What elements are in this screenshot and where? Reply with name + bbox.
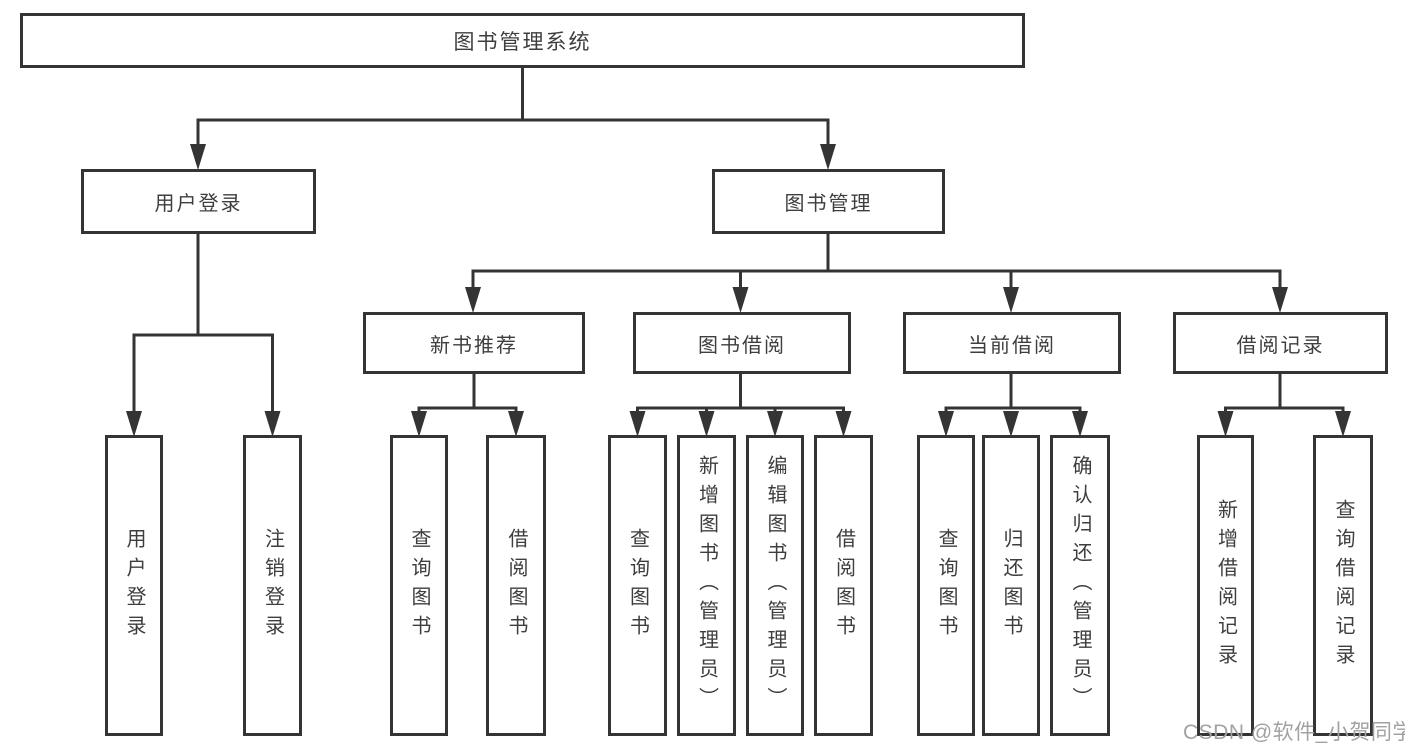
- leaf-user-login-label: 用户登录: [123, 527, 145, 644]
- node-book-mgmt-label: 图书管理: [784, 193, 873, 215]
- node-user-login: 用户登录: [81, 169, 316, 234]
- leaf-current-return-books-label: 归还图书: [1000, 527, 1022, 644]
- leaf-borrow-borrow-books-label: 借阅图书: [832, 527, 855, 644]
- node-current-borrow-label: 当前借阅: [968, 334, 1056, 357]
- leaf-current-query-books-label: 查询图书: [935, 527, 957, 644]
- leaf-current-return-books: 归还图书: [982, 435, 1040, 736]
- leaf-newbook-borrow-books: 借阅图书: [486, 435, 546, 736]
- leaf-newbook-query-books: 查询图书: [390, 435, 448, 736]
- leaf-current-query-books: 查询图书: [917, 435, 975, 736]
- leaf-current-confirm-return-admin-label: 确认归还（管理员）: [1069, 455, 1091, 716]
- leaf-records-add: 新增借阅记录: [1197, 435, 1254, 736]
- leaf-user-login: 用户登录: [105, 435, 163, 736]
- leaf-borrow-query-books: 查询图书: [608, 435, 667, 736]
- node-root-label: 图书管理系统: [453, 30, 592, 54]
- leaf-newbook-borrow-books-label: 借阅图书: [505, 527, 527, 644]
- node-book-borrow-label: 图书借阅: [698, 334, 786, 357]
- node-root: 图书管理系统: [20, 13, 1025, 68]
- node-book-borrow: 图书借阅: [633, 312, 851, 374]
- leaf-records-add-label: 新增借阅记录: [1214, 498, 1237, 673]
- leaf-borrow-edit-books-admin-label: 编辑图书（管理员）: [764, 455, 786, 716]
- leaf-records-query: 查询借阅记录: [1313, 435, 1373, 736]
- leaf-logout-label: 注销登录: [261, 527, 284, 644]
- leaf-borrow-query-books-label: 查询图书: [626, 527, 649, 644]
- node-book-mgmt: 图书管理: [712, 169, 945, 234]
- node-borrow-records-label: 借阅记录: [1236, 334, 1325, 357]
- leaf-records-query-label: 查询借阅记录: [1332, 498, 1354, 673]
- leaf-logout: 注销登录: [243, 435, 302, 736]
- node-current-borrow: 当前借阅: [903, 312, 1121, 374]
- leaf-current-confirm-return-admin: 确认归还（管理员）: [1050, 435, 1110, 736]
- leaf-borrow-add-books-admin-label: 新增图书（管理员）: [695, 455, 718, 716]
- node-borrow-records: 借阅记录: [1173, 312, 1388, 374]
- leaf-borrow-edit-books-admin: 编辑图书（管理员）: [746, 435, 804, 736]
- leaf-newbook-query-books-label: 查询图书: [408, 527, 430, 644]
- watermark-text: CSDN @软件_小贺同学: [1183, 721, 1405, 744]
- leaf-borrow-add-books-admin: 新增图书（管理员）: [677, 435, 736, 736]
- node-new-book-recommend: 新书推荐: [363, 312, 585, 374]
- leaf-borrow-borrow-books: 借阅图书: [814, 435, 873, 736]
- node-user-login-label: 用户登录: [154, 193, 243, 215]
- node-new-book-recommend-label: 新书推荐: [430, 334, 518, 357]
